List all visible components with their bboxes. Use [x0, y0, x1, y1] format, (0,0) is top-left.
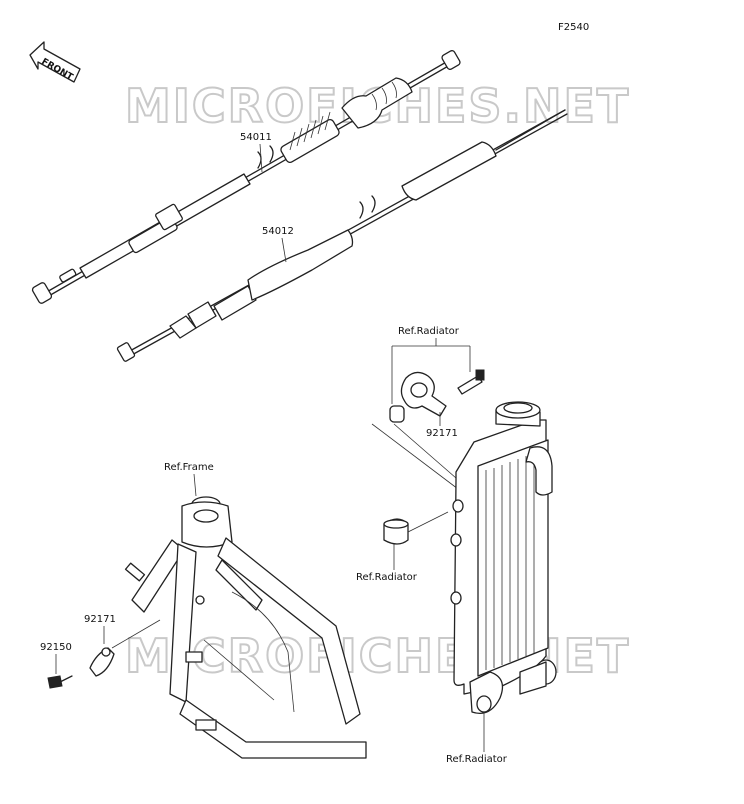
clamp-upper[interactable]: [400, 371, 447, 417]
ref-radiator-mid: Ref.Radiator: [356, 572, 418, 583]
clamp-lower[interactable]: [89, 647, 115, 677]
ref-frame: Ref.Frame: [164, 462, 214, 473]
part-label-92171-lower: 92171: [84, 614, 116, 625]
part-label-92150: 92150: [40, 642, 72, 653]
throttle-cable[interactable]: [116, 109, 568, 362]
figure-code: F2540: [558, 22, 589, 33]
bolt-lower[interactable]: [47, 675, 73, 689]
grommet-upper: [389, 405, 405, 423]
part-label-54012: 54012: [262, 226, 294, 237]
ref-radiator-top: Ref.Radiator: [398, 326, 460, 337]
front-arrow-icon: FRONT: [29, 41, 81, 83]
ref-radiator-bottom: Ref.Radiator: [446, 754, 508, 765]
part-label-92171-upper: 92171: [426, 428, 458, 439]
frame: [124, 496, 367, 759]
grommet-middle: [383, 518, 409, 545]
radiator: [450, 401, 557, 715]
bolt-upper: [457, 369, 485, 395]
clutch-cable[interactable]: [31, 50, 461, 305]
part-label-54011: 54011: [240, 132, 272, 143]
